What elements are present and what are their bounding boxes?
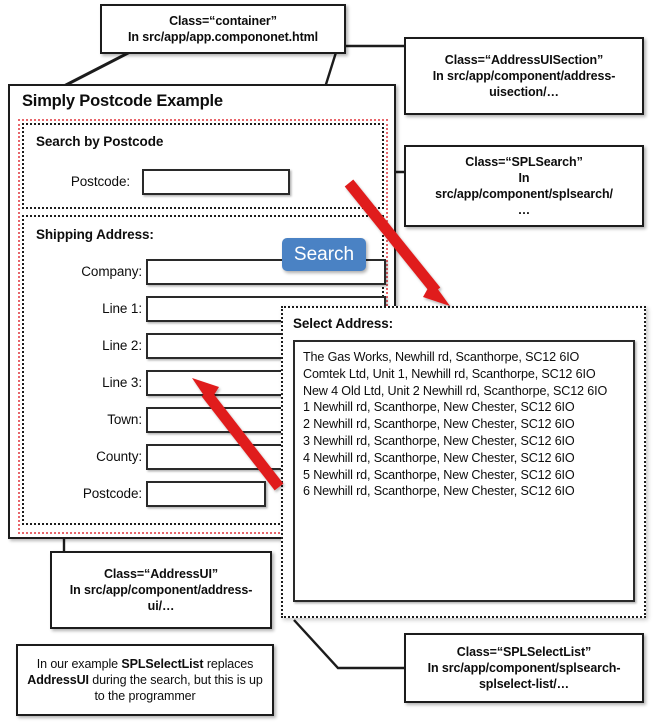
list-item[interactable]: 2 Newhill rd, Scanthorpe, New Chester, S…	[303, 417, 575, 432]
callout-splsearch: Class=“SPLSearch” In src/app/component/s…	[404, 145, 644, 227]
page-title: Simply Postcode Example	[22, 92, 223, 110]
postcode-search-label: Postcode:	[70, 174, 130, 189]
label-line2: Line 2:	[102, 338, 142, 353]
input-postcode[interactable]	[146, 481, 266, 507]
callout-container-line1: Class=“container”	[169, 13, 277, 28]
callout-container-line2: In src/app/app.compononet.html	[127, 30, 319, 44]
callout-note: In our example SPLSelectList replaces Ad…	[16, 644, 274, 716]
callout-container: Class=“container” In src/app/app.compono…	[100, 4, 346, 54]
callout-splsearch-line1: Class=“SPLSearch”	[465, 154, 583, 169]
callout-addressui-line1: Class=“AddressUI”	[104, 566, 218, 581]
list-item[interactable]: 6 Newhill rd, Scanthorpe, New Chester, S…	[303, 484, 575, 499]
callout-addressuisection-line2: In src/app/component/address-	[432, 68, 616, 83]
postcode-search-input[interactable]	[142, 169, 290, 195]
list-item[interactable]: The Gas Works, Newhill rd, Scanthorpe, S…	[303, 350, 580, 364]
callout-splselectlist-line2: In src/app/component/splsearch-	[427, 660, 621, 675]
callout-note-text: In our example SPLSelectList replaces Ad…	[27, 656, 263, 704]
callout-addressuisection: Class=“AddressUISection” In src/app/comp…	[404, 37, 644, 115]
label-postcode: Postcode:	[82, 486, 142, 501]
list-item[interactable]: 4 Newhill rd, Scanthorpe, New Chester, S…	[303, 450, 575, 465]
callout-splselectlist: Class=“SPLSelectList” In src/app/compone…	[404, 633, 644, 703]
list-item[interactable]: New 4 Old Ltd, Unit 2 Newhill rd, Scanth…	[303, 383, 608, 398]
list-item[interactable]: Comtek Ltd, Unit 1, Newhill rd, Scanthor…	[303, 366, 596, 381]
callout-addressui-line3: ui/…	[147, 599, 175, 614]
callout-splsearch-line4: …	[517, 203, 531, 218]
callout-addressui-line2: In src/app/component/address-	[69, 582, 253, 597]
select-address-heading: Select Address:	[293, 316, 394, 331]
splselectlist-panel: Select Address: The Gas Works, Newhill r…	[281, 306, 646, 618]
label-county: County:	[96, 449, 142, 464]
callout-addressuisection-line1: Class=“AddressUISection”	[444, 52, 604, 67]
splsearch-panel: Search by Postcode Postcode:	[22, 123, 384, 209]
address-listbox[interactable]: The Gas Works, Newhill rd, Scanthorpe, S…	[293, 340, 635, 602]
label-line3: Line 3:	[102, 375, 142, 390]
label-company: Company:	[81, 264, 142, 279]
callout-splselectlist-line1: Class=“SPLSelectList”	[456, 644, 592, 659]
list-item[interactable]: 5 Newhill rd, Scanthorpe, New Chester, S…	[303, 467, 575, 482]
list-item[interactable]: 3 Newhill rd, Scanthorpe, New Chester, S…	[303, 433, 575, 448]
search-button[interactable]: Search	[282, 238, 366, 271]
callout-addressui: Class=“AddressUI” In src/app/component/a…	[50, 551, 272, 629]
label-line1: Line 1:	[102, 301, 142, 316]
shipping-address-heading: Shipping Address:	[36, 227, 154, 242]
callout-splselectlist-line3: splselect-list/…	[478, 677, 570, 692]
label-town: Town:	[107, 412, 142, 427]
list-item[interactable]: 1 Newhill rd, Scanthorpe, New Chester, S…	[303, 400, 575, 415]
callout-splsearch-line3: src/app/component/splsearch/	[435, 187, 613, 201]
callout-addressuisection-line3: uisection/…	[489, 85, 559, 100]
search-section-heading: Search by Postcode	[36, 134, 164, 149]
callout-splsearch-line2: In	[518, 170, 530, 185]
